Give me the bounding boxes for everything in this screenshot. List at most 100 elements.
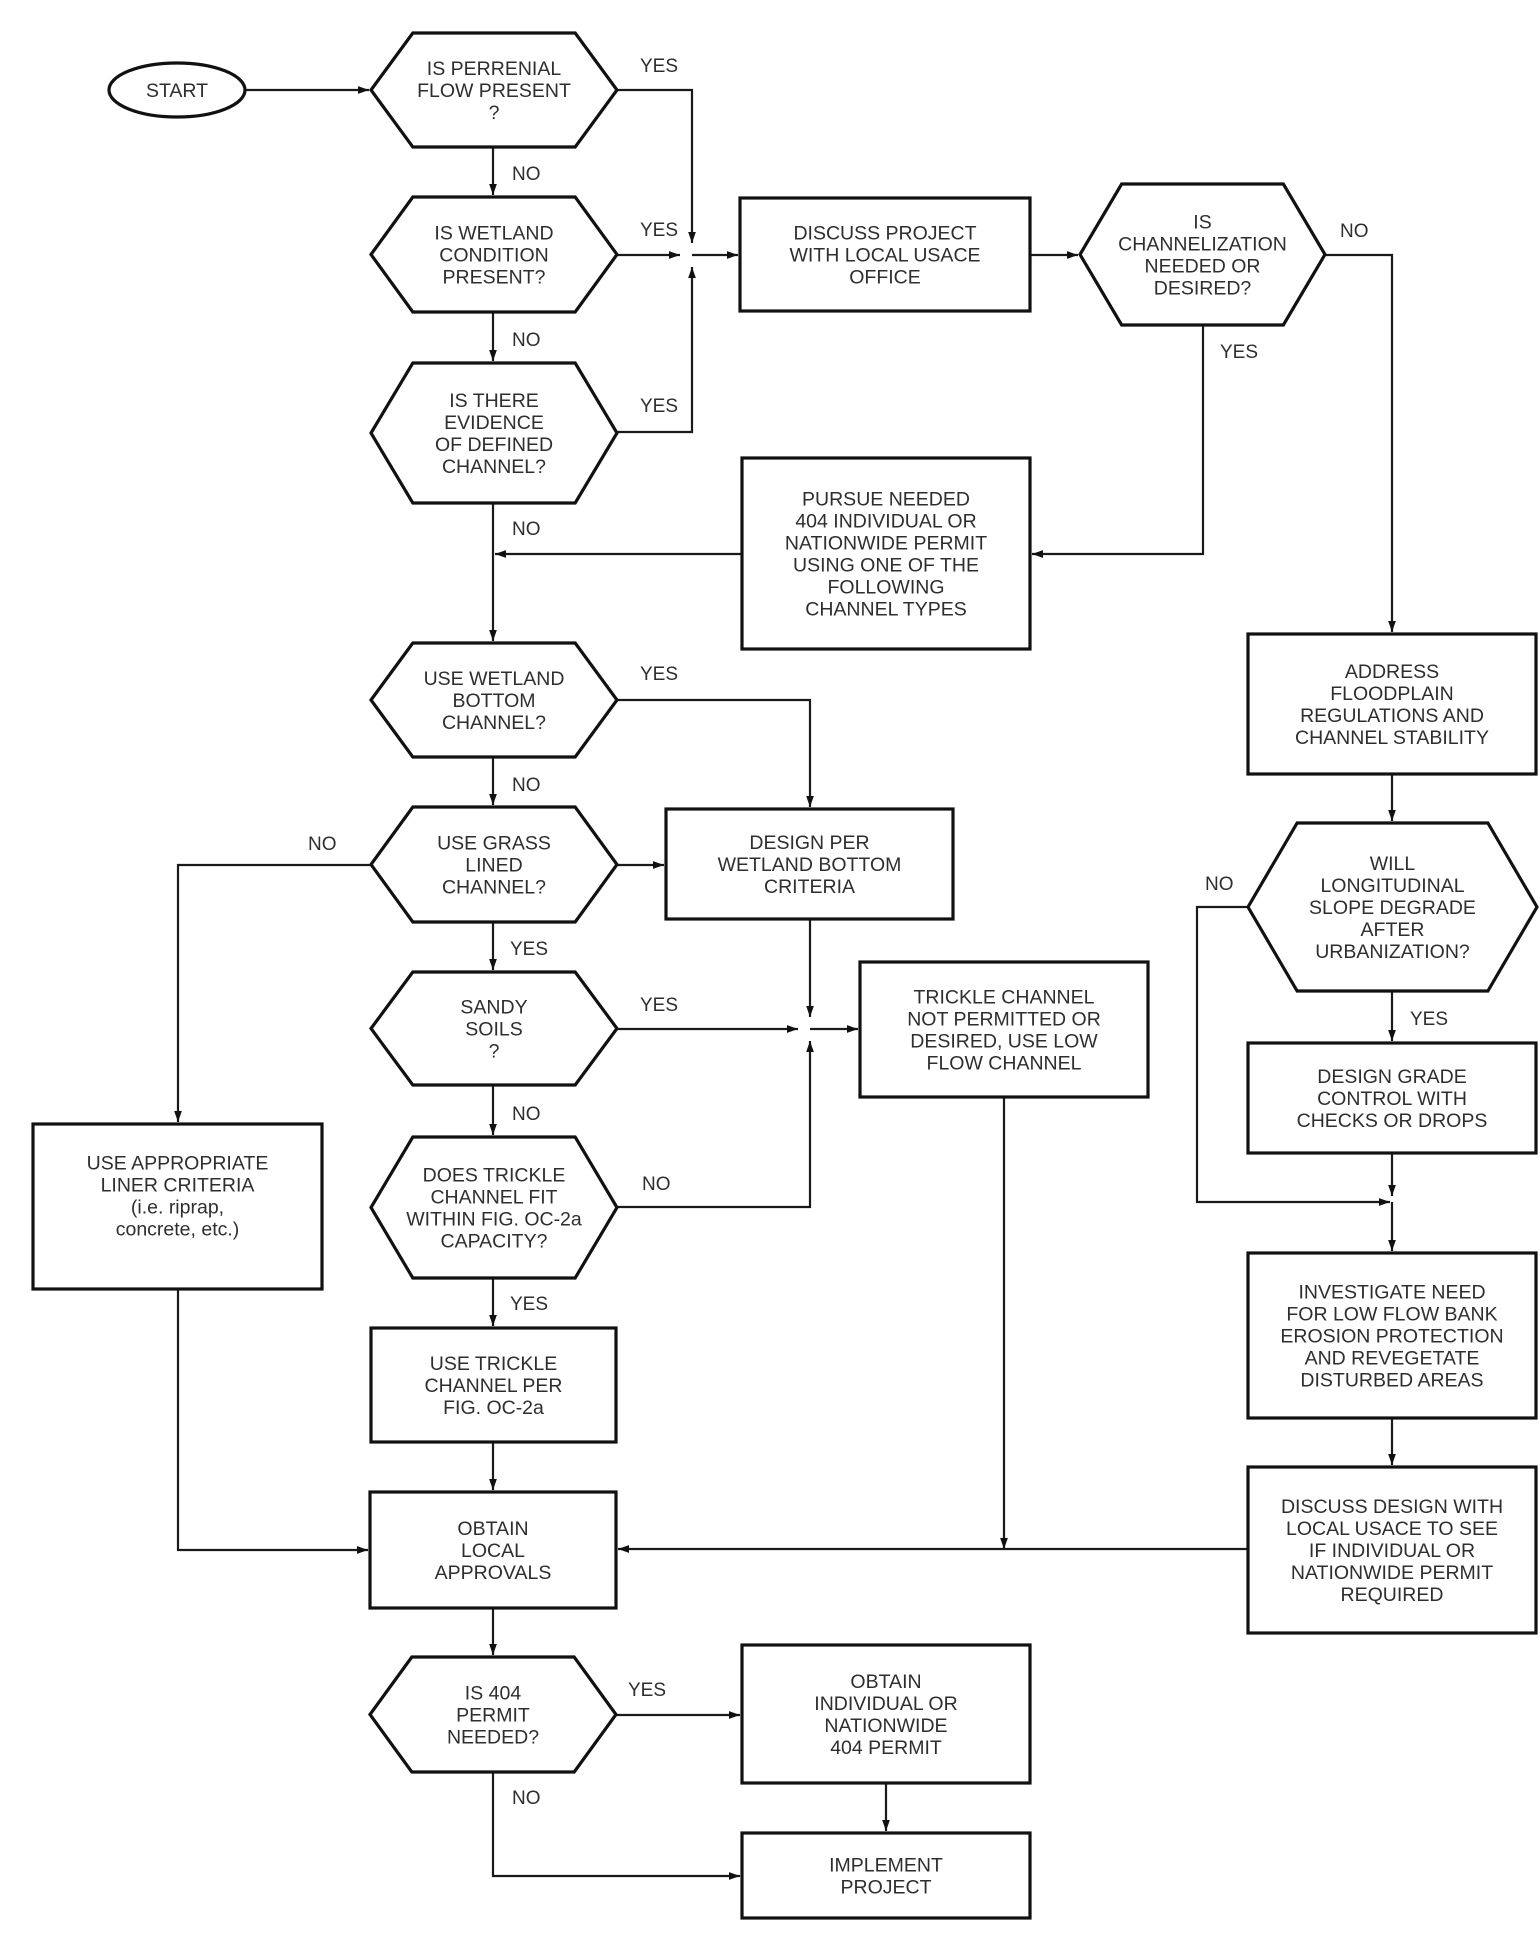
edge-evidence-yes: [617, 267, 696, 434]
node-text-line: USE WETLAND: [424, 668, 565, 690]
node-text-line: EVIDENCE: [444, 412, 544, 434]
node-text-line: REGULATIONS AND: [1300, 705, 1484, 727]
edge-label-no: NO: [642, 1174, 671, 1195]
node-text-line: WITH LOCAL USACE: [789, 245, 980, 267]
edge-slope-no: [1195, 905, 1390, 1206]
node-text-line: DESIGN GRADE: [1317, 1066, 1467, 1088]
node-text-line: LONGITUDINAL: [1320, 875, 1464, 897]
node-text-line: CONTROL WITH: [1317, 1088, 1467, 1110]
node-text-line: LINED: [465, 855, 522, 877]
decision-hexagon: [1078, 182, 1327, 327]
node-text-line: DISCUSS PROJECT: [793, 223, 976, 245]
decision-hexagon: [369, 1135, 619, 1280]
process-box: [1246, 1041, 1538, 1155]
node-text-line: PRESENT?: [443, 267, 546, 289]
node-text-line: NATIONWIDE: [824, 1715, 947, 1737]
process-box: [858, 960, 1150, 1099]
edge-perennial-yes: [617, 88, 696, 243]
node-text-line: IS 404: [465, 1683, 522, 1705]
node-text-line: CHECKS OR DROPS: [1297, 1110, 1488, 1132]
node-text-line: FIG. OC-2a: [443, 1397, 544, 1419]
decision-hexagon: [369, 641, 619, 759]
node-text-line: (i.e. riprap,: [131, 1197, 224, 1219]
process-box: [1246, 1251, 1538, 1420]
edge-label-no: NO: [512, 775, 541, 796]
edge-label-yes: YES: [628, 1680, 666, 1701]
node-text-line: NATIONWIDE PERMIT: [785, 533, 987, 555]
edge-label-no: NO: [512, 1788, 541, 1809]
edge-channelization-no: [1325, 253, 1396, 632]
edge-channelization-yes: [1032, 325, 1205, 558]
node-text-line: DOES TRICKLE: [423, 1165, 566, 1187]
node-text-line: NOT PERMITTED OR: [907, 1009, 1101, 1031]
node-text-line: START: [146, 80, 208, 102]
node-text-line: CHANNEL?: [442, 456, 546, 478]
process-box: [1246, 632, 1538, 776]
node-text-line: CONDITION: [439, 245, 548, 267]
node-text-line: concrete, etc.): [116, 1219, 240, 1241]
decision-hexagon: [369, 31, 619, 149]
process-box: [31, 1122, 324, 1291]
node-text-line: CHANNELIZATION: [1118, 234, 1287, 256]
decision-hexagon: [369, 195, 619, 314]
edge-label-yes: YES: [510, 1294, 548, 1315]
edge-label-yes: YES: [640, 396, 678, 417]
node-text-line: CAPACITY?: [441, 1231, 548, 1253]
process-box: [740, 456, 1032, 651]
node-text-line: OBTAIN: [850, 1671, 921, 1693]
node-text-line: LOCAL USACE TO SEE: [1286, 1518, 1498, 1540]
edge-trickle-fit-no: [617, 1041, 814, 1209]
edge-label-no: NO: [308, 834, 337, 855]
node-text-line: URBANIZATION?: [1315, 941, 1470, 963]
edge-labels-layer: YESNOYESNOYESNONOYESYESNONOYESYESNONOYES…: [308, 56, 1448, 1809]
node-text-line: IMPLEMENT: [829, 1855, 943, 1877]
edge-label-yes: YES: [1410, 1009, 1448, 1030]
node-text-line: PERMIT: [456, 1705, 530, 1727]
edge-label-no: NO: [512, 519, 541, 540]
node-text-line: OFFICE: [849, 267, 921, 289]
node-text-line: IS THERE: [449, 390, 539, 412]
terminal-ellipse: [107, 61, 247, 119]
node-text-line: NATIONWIDE PERMIT: [1291, 1562, 1493, 1584]
node-text-line: DESIRED, USE LOW: [910, 1031, 1098, 1053]
node-text: START: [146, 80, 208, 102]
process-box: [369, 1326, 618, 1444]
node-text-line: BOTTOM: [452, 690, 535, 712]
node-text-line: SOILS: [465, 1019, 522, 1041]
node-text-line: CHANNEL?: [442, 877, 546, 899]
node-text-line: FLOW PRESENT: [417, 80, 571, 102]
node-text-line: ?: [489, 102, 500, 124]
edge-permit-no: [491, 1772, 740, 1880]
node-text-line: FOR LOW FLOW BANK: [1286, 1304, 1497, 1326]
decision-hexagon: [1246, 821, 1539, 993]
edge-label-yes: YES: [640, 995, 678, 1016]
node-text-line: CHANNEL FIT: [430, 1187, 557, 1209]
node-text-line: DESIRED?: [1154, 278, 1252, 300]
node-text-line: CHANNEL PER: [425, 1375, 563, 1397]
node-text-line: ?: [489, 1041, 500, 1063]
node-text-line: CHANNEL STABILITY: [1295, 727, 1489, 749]
node-text-line: OBTAIN: [457, 1518, 528, 1540]
edge-grass-no: [174, 863, 371, 1122]
node-text-line: INVESTIGATE NEED: [1298, 1282, 1485, 1304]
node-text-line: USE GRASS: [437, 833, 551, 855]
